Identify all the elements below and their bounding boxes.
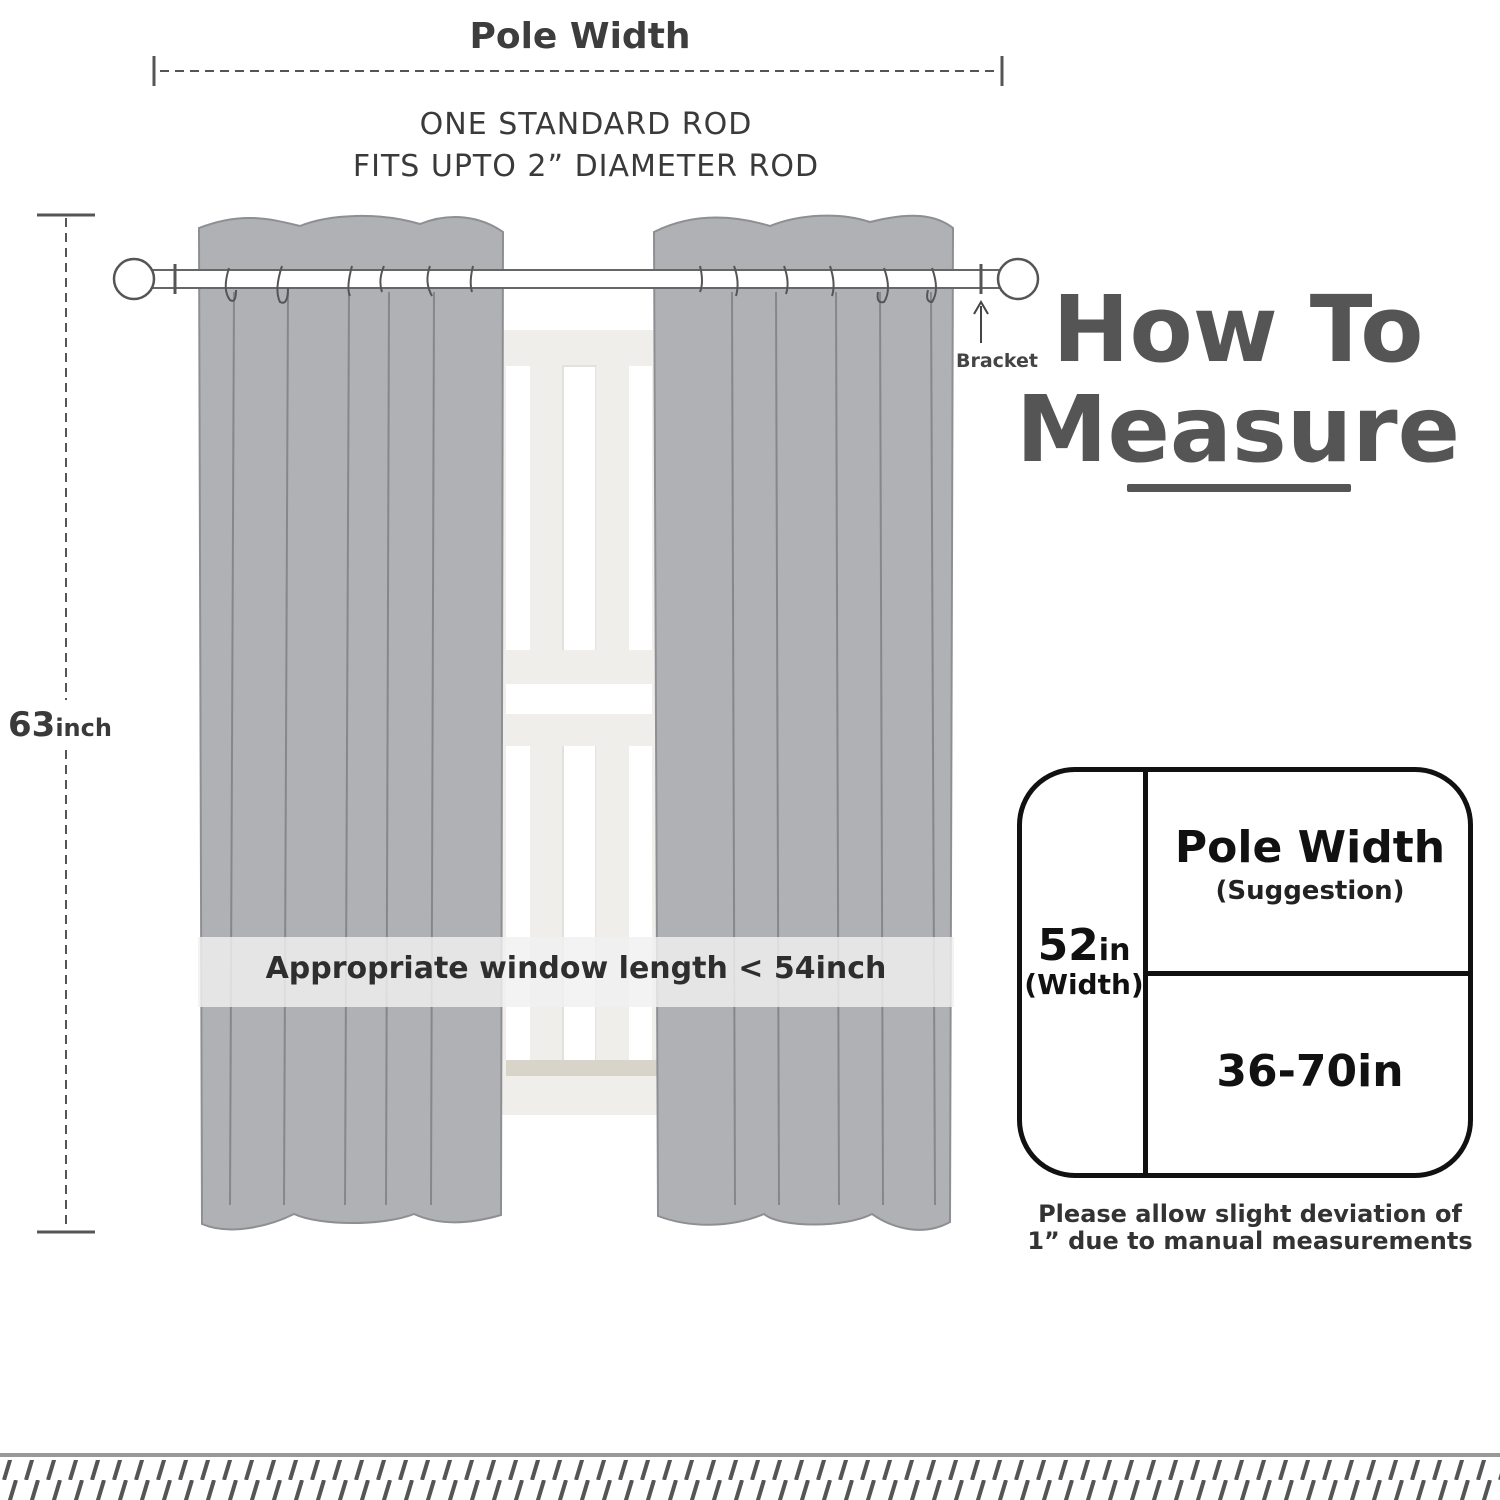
bracket-label: Bracket (955, 350, 1039, 372)
bracket-arrow (973, 300, 989, 343)
curtain-height-label: 63inch (8, 705, 112, 745)
curtain-rod (112, 257, 1040, 301)
curtain-rings (224, 265, 937, 304)
rod-info-line2: FITS UPTO 2” DIAMETER ROD (352, 149, 820, 184)
window-length-note: Appropriate window length < 54inch (265, 951, 887, 986)
curtain-width-value: 52in (1022, 920, 1146, 971)
window-length-band (198, 937, 954, 1007)
title-line2: Measure (1015, 376, 1461, 483)
curtain-width-label: (Width) (1024, 968, 1144, 1001)
rod-info-line1: ONE STANDARD ROD (419, 107, 753, 142)
left-curtain (197, 215, 505, 1231)
pole-width-dimension-line (152, 56, 1004, 86)
curtain-height-unit: inch (55, 714, 112, 742)
pole-width-range: 36-70in (1216, 1046, 1404, 1097)
disclaimer-line2: 1” due to manual measurements (1027, 1227, 1473, 1255)
size-table-heading: Pole Width (1174, 822, 1446, 873)
disclaimer-line1: Please allow slight deviation of (1038, 1200, 1462, 1228)
height-dimension-line (37, 213, 95, 1234)
curtain-width-number: 52 (1037, 920, 1099, 971)
pole-width-label: Pole Width (469, 16, 691, 57)
curtain-height-value: 63 (8, 705, 56, 745)
right-curtain (652, 214, 955, 1231)
curtain-width-unit: in (1098, 933, 1131, 968)
bottom-stripe-border (0, 1453, 1500, 1500)
title-underline (1127, 484, 1351, 492)
title-line1: How To (1052, 276, 1424, 383)
size-table-horizontal-divider (1143, 971, 1473, 976)
size-table-subheading: (Suggestion) (1215, 876, 1405, 906)
